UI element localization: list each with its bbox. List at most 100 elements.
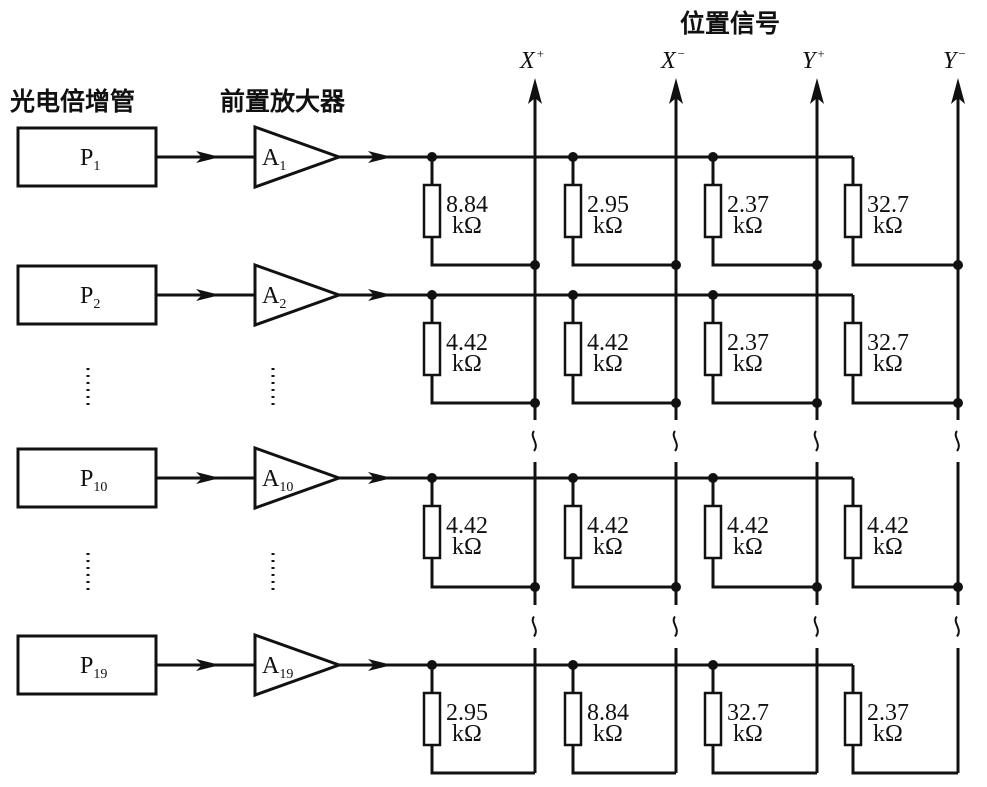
break-mark-icon [813,430,819,452]
resistor-lead [711,745,817,775]
resistor-body [563,691,583,747]
resistor-body [843,504,863,560]
resistor-value: 4.42 [587,330,629,356]
output-label: X− [660,46,685,74]
resistor-lead [711,375,817,405]
output-y-plus: Y+ [802,46,825,773]
resistor-unit: kΩ [452,213,482,239]
pmt-label: P2 [80,283,100,312]
resistor-unit: kΩ [733,534,763,560]
resistor-value: 8.84 [587,700,629,726]
arrow-right-icon [196,289,220,301]
resistor-body [703,504,723,560]
resistor-body [703,183,723,239]
resistor-unit: kΩ [873,534,903,560]
resistor-value: 32.7 [727,700,769,726]
junction-dot [953,260,963,270]
resistor-value: 2.95 [587,192,629,218]
amplifier-triangle [253,262,344,328]
output-label: Y− [943,46,966,74]
output-y-minus: Y− [943,46,966,773]
preamp-column-header: 前置放大器 [220,87,346,116]
junction-dot [671,260,681,270]
resistor-branch: 32.7kΩ [843,157,963,270]
up-arrow-icon [669,78,683,104]
output-label: Y+ [802,46,825,74]
resistor-unit: kΩ [733,213,763,239]
arrow-right-icon [196,659,220,671]
amplifier-label: A1 [262,145,286,174]
resistor-unit: kΩ [733,721,763,747]
resistor-lead [851,745,958,775]
resistor-body [422,504,442,560]
amplifier-triangle [253,124,344,190]
junction-dot [953,582,963,592]
resistor-value: 4.42 [446,330,488,356]
arrow-right-icon [368,151,392,163]
arrow-right-icon [368,289,392,301]
resistor-lead [571,237,676,267]
amplifier-triangle [253,632,344,698]
arrow-right-icon [196,151,220,163]
resistor-lead [430,375,535,405]
resistor-body [703,321,723,377]
resistor-value: 2.37 [867,700,909,726]
pmt-box [16,447,158,509]
resistor-unit: kΩ [452,351,482,377]
break-mark-icon [672,430,678,452]
position-signal-outputs: X+X−Y+Y− [519,46,966,773]
pmt-label: P1 [80,145,100,174]
resistor-lead [711,558,817,589]
resistor-unit: kΩ [733,351,763,377]
resistor-lead [711,237,817,267]
resistor-branch: 32.7kΩ [843,295,963,408]
resistor-unit: kΩ [452,534,482,560]
resistor-branch: 32.7kΩ [703,660,817,775]
pmt-box [16,126,158,188]
output-x-minus: X− [660,46,685,773]
resistor-lead [851,375,958,405]
resistor-unit: kΩ [873,721,903,747]
junction-dot [812,260,822,270]
resistor-body [422,321,442,377]
resistor-value: 2.37 [727,330,769,356]
resistor-body [422,183,442,239]
resistor-value: 2.95 [446,700,488,726]
up-arrow-icon [528,78,542,104]
pmt-box [16,634,158,696]
break-mark-icon [954,615,960,638]
resistor-value: 4.42 [727,513,769,539]
resistor-unit: kΩ [593,213,623,239]
resistor-lead [430,237,535,267]
pmt-label: P19 [80,653,107,682]
junction-dot [671,398,681,408]
junction-dot [530,582,540,592]
resistor-lead [851,237,958,267]
resistor-body [563,183,583,239]
pmt-column-header: 光电倍增管 [9,87,135,116]
resistor-unit: kΩ [873,351,903,377]
junction-dot [812,398,822,408]
amplifier-label: A19 [262,653,293,682]
resistor-lead [430,558,535,589]
position-signal-header: 位置信号 [680,9,780,38]
junction-dot [812,582,822,592]
break-mark-icon [531,430,537,452]
break-mark-icon [672,615,678,638]
resistor-unit: kΩ [452,721,482,747]
